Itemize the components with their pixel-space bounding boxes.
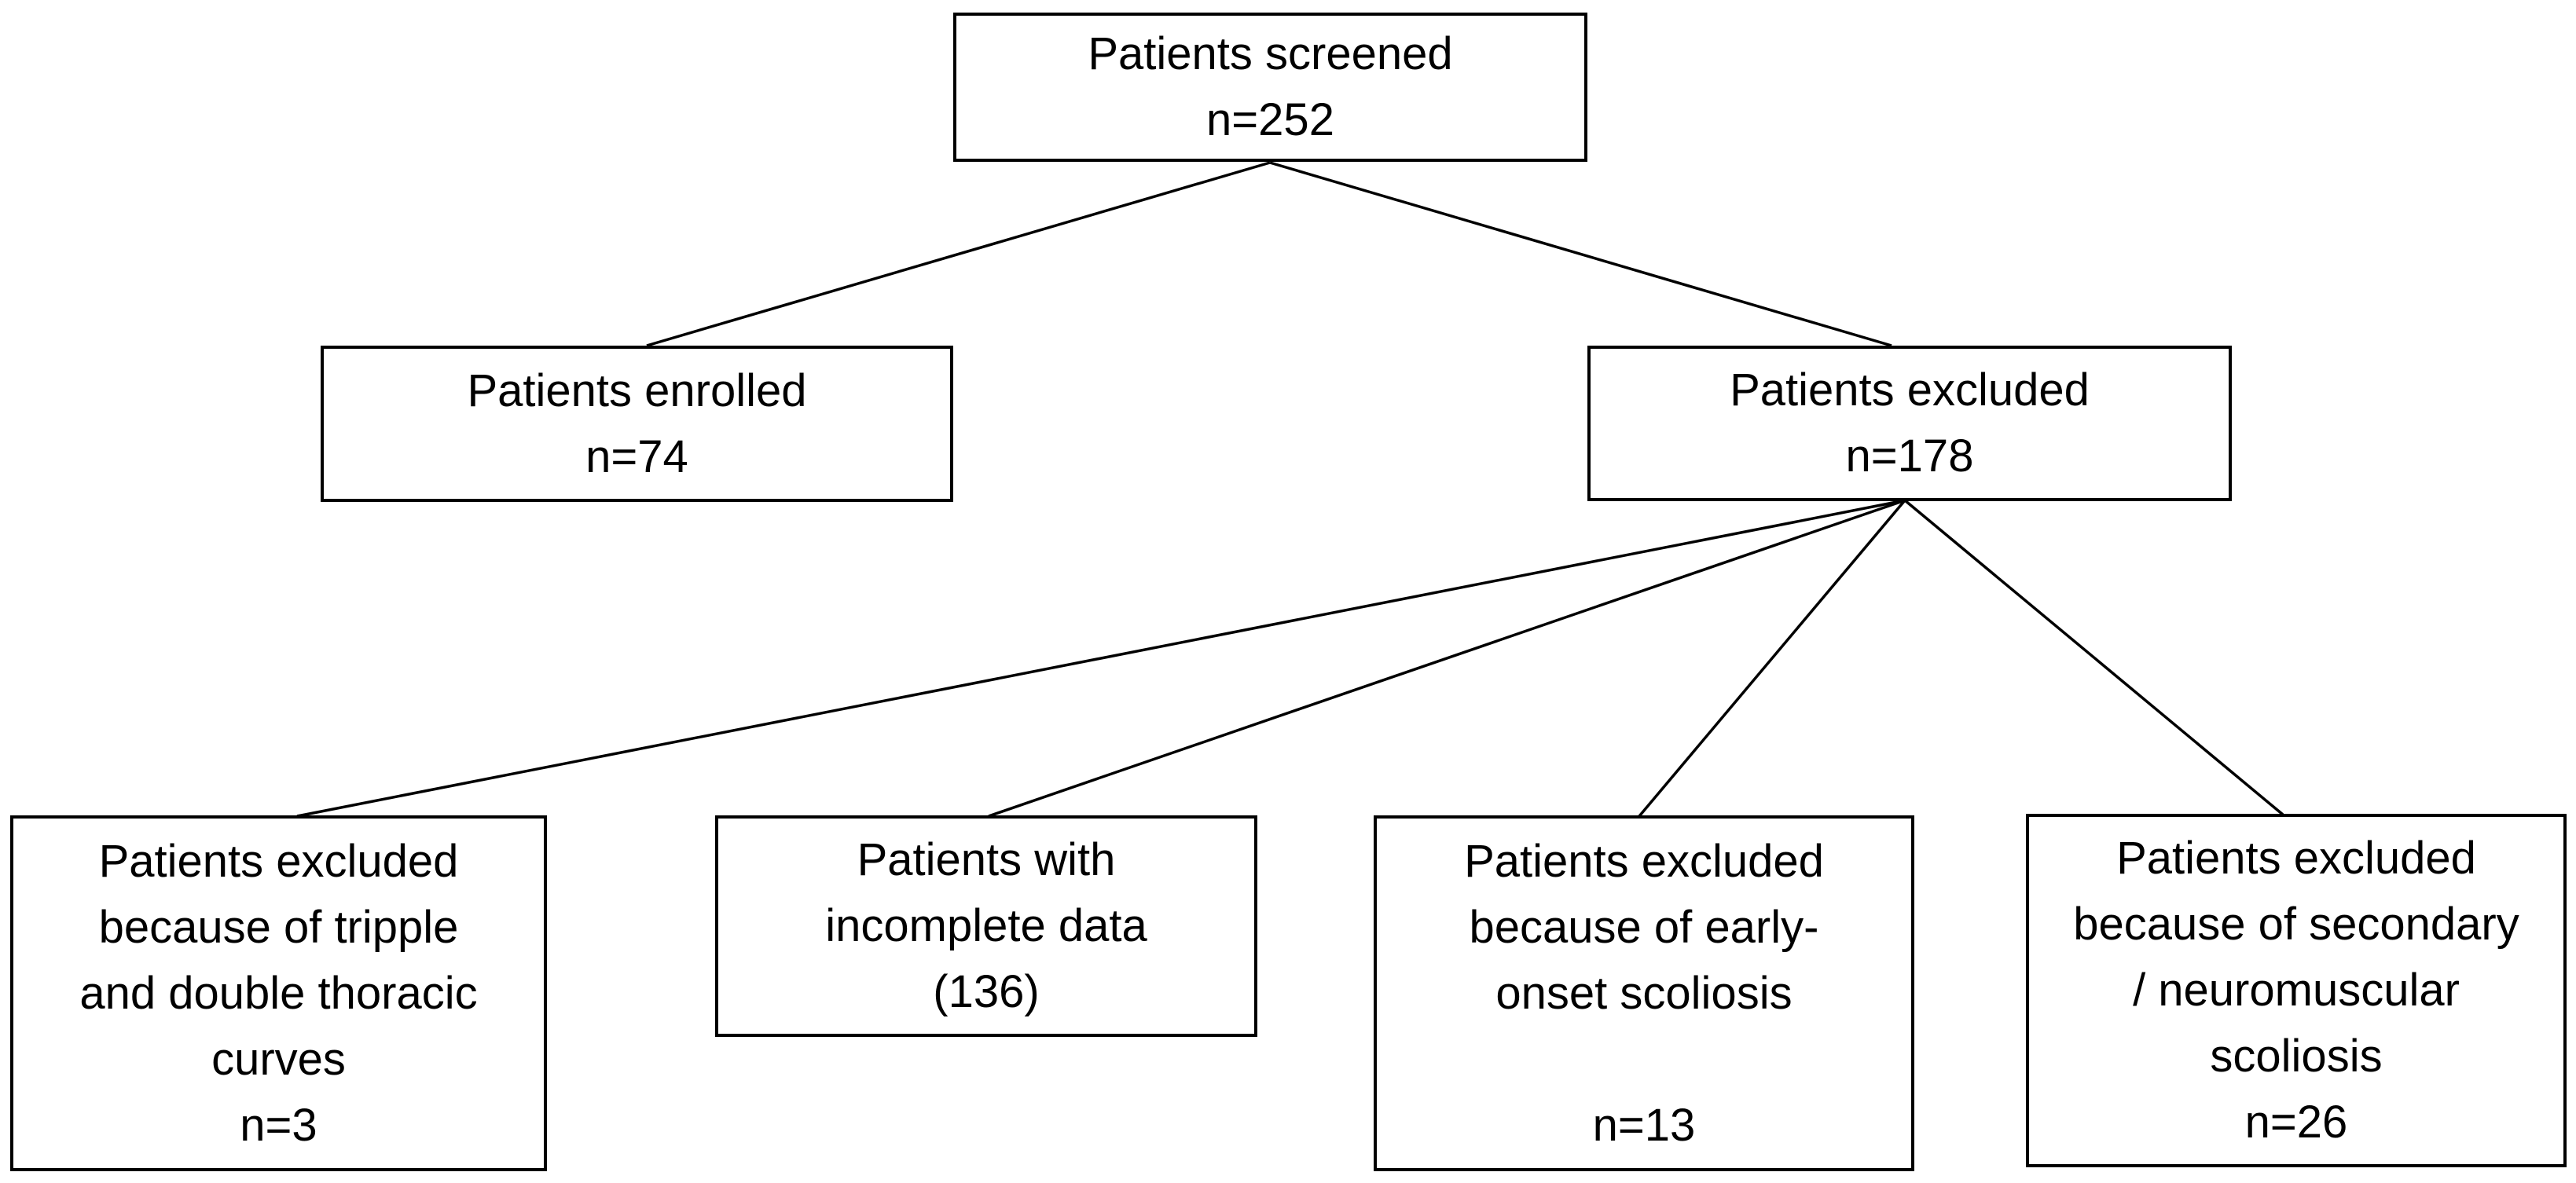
node-text-line: because of secondary: [2073, 899, 2519, 950]
flow-node-enrolled: Patients enrolled n=74: [321, 346, 953, 502]
flow-node-early-onset: Patients excluded because of early- onse…: [1374, 815, 1914, 1171]
node-count-line: n=3: [240, 1099, 317, 1151]
node-spacer-line: [1377, 1027, 1911, 1093]
node-text-line: Patients screened: [1088, 28, 1453, 79]
node-text-line: curves: [211, 1033, 346, 1085]
node-count-line: n=178: [1845, 430, 1974, 482]
node-text-line: Patients excluded: [1730, 364, 2090, 416]
edge-excluded-incomplete-data: [988, 499, 1906, 818]
edge-excluded-triple-double: [296, 499, 1906, 818]
node-text-line: and double thoracic: [79, 967, 478, 1019]
edge-excluded-early-onset: [1638, 499, 1906, 818]
node-count-line: n=74: [585, 430, 688, 482]
node-text-line: Patients excluded: [1464, 835, 1824, 887]
flow-node-excluded: Patients excluded n=178: [1587, 346, 2232, 501]
node-text-line: / neuromuscular: [2133, 965, 2460, 1016]
node-text-line: onset scoliosis: [1495, 967, 1793, 1019]
node-text-line: Patients with: [857, 834, 1116, 885]
node-text-line: because of early-: [1469, 901, 1819, 953]
flow-node-secondary-neuromuscular: Patients excluded because of secondary /…: [2026, 814, 2567, 1167]
edge-excluded-secondary-neuromuscular: [1903, 499, 2284, 816]
flow-node-screened: Patients screened n=252: [953, 13, 1587, 162]
node-text-line: scoliosis: [2210, 1031, 2383, 1082]
node-count-line: (136): [933, 966, 1040, 1017]
flow-node-excluded-triple-double: Patients excluded because of tripple and…: [10, 815, 547, 1171]
node-count-line: n=26: [2244, 1097, 2348, 1148]
node-text-line: Patients excluded: [2116, 833, 2476, 884]
node-text-line: Patients enrolled: [467, 364, 807, 416]
node-text-line: incomplete data: [825, 900, 1147, 951]
node-text-line: Patients excluded: [98, 835, 459, 887]
node-count-line: n=252: [1206, 94, 1334, 145]
node-count-line: n=13: [1592, 1099, 1696, 1151]
edge-screened-enrolled: [646, 161, 1271, 347]
node-text-line: because of tripple: [98, 901, 459, 953]
edge-screened-excluded: [1269, 161, 1892, 347]
flow-node-incomplete-data: Patients with incomplete data (136): [715, 815, 1257, 1037]
